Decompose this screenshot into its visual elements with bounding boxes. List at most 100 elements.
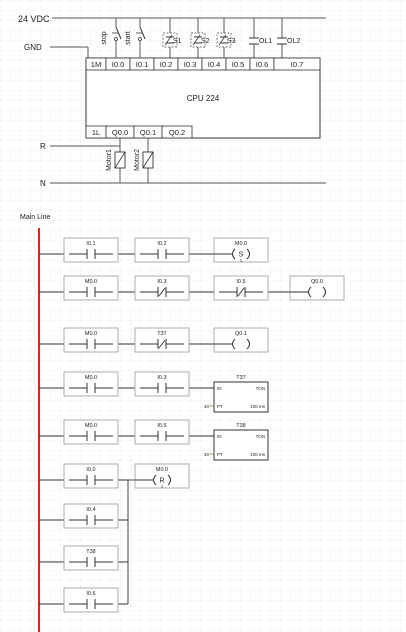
device-ol1: OL1 xyxy=(249,37,272,45)
contact-nc-slash xyxy=(237,287,245,297)
contact-frame xyxy=(213,275,269,301)
plc-output-label: 1L xyxy=(92,128,100,137)
plc-input-label: I0.0 xyxy=(112,60,125,69)
r-label: R xyxy=(40,142,46,151)
output-coil: Q0.1 xyxy=(213,327,269,353)
device-s1: S1 xyxy=(162,32,182,48)
contact-frame xyxy=(63,371,119,397)
plc-input-terminal xyxy=(273,57,321,71)
plc-input-label: I0.2 xyxy=(160,60,173,69)
wires xyxy=(50,17,326,184)
contact-nc: I0.5 xyxy=(213,275,269,301)
plc-input-label: 1M xyxy=(91,60,101,69)
switch-node xyxy=(138,37,142,41)
contact-gap xyxy=(249,38,259,44)
plc-output-terminal xyxy=(161,125,193,139)
contact-label: T37 xyxy=(157,331,166,337)
output-coil: M0.0S1 xyxy=(213,237,269,263)
contact-frame xyxy=(134,275,190,301)
coil-frame xyxy=(213,327,269,353)
contact-no: I0.2 xyxy=(134,237,190,263)
contact-no: I0.3 xyxy=(134,371,190,397)
timer-preset: 40 xyxy=(204,404,210,409)
coil-mark: S xyxy=(239,252,244,259)
coil-count: 1 xyxy=(240,258,243,263)
contact-frame xyxy=(63,275,119,301)
contact-gap xyxy=(277,38,287,44)
device-label: S2 xyxy=(201,38,210,45)
contact-label: I0.1 xyxy=(86,241,95,247)
contact-no: I0.4 xyxy=(63,503,119,529)
coil-frame xyxy=(289,275,345,301)
plc-output-label: Q0.1 xyxy=(140,128,156,137)
contact-frame xyxy=(63,237,119,263)
n-label: N xyxy=(40,179,46,188)
contact-nc-slash xyxy=(158,287,166,297)
contact-label: M0.0 xyxy=(85,375,97,381)
device-s2: S2 xyxy=(190,32,210,48)
output-coil: M0.0R1 xyxy=(134,463,190,489)
coil-left-arc xyxy=(308,286,312,298)
coil-left-arc xyxy=(153,474,157,486)
device-label: S1 xyxy=(173,38,182,45)
coil-frame xyxy=(134,463,190,489)
contact-label: I0.5 xyxy=(157,423,166,429)
device-label: OL1 xyxy=(259,38,272,45)
timer-pt-label: PT xyxy=(217,404,223,409)
timer-box xyxy=(213,429,269,461)
contact-no: M0.0 xyxy=(63,275,119,301)
coil-count: 1 xyxy=(161,484,164,489)
contact-label: I0.4 xyxy=(86,507,95,513)
timer-type-label: TON xyxy=(256,386,265,391)
contact-frame xyxy=(134,237,190,263)
motor-coil-slash xyxy=(142,151,154,169)
device-ol2: OL2 xyxy=(277,37,300,45)
timer-pt-label: PT xyxy=(217,452,223,457)
device-label: S3 xyxy=(227,38,236,45)
contact-frame xyxy=(63,463,119,489)
coil-right-arc xyxy=(322,286,326,298)
contact-slash xyxy=(192,34,201,46)
contact-no: T38 xyxy=(63,545,119,571)
contact-no: I0.0 xyxy=(63,463,119,489)
contact-frame xyxy=(63,503,119,529)
contact-frame xyxy=(134,327,190,353)
contact-nc: I0.3 xyxy=(134,275,190,301)
supply-label: 24 VDC xyxy=(18,14,50,24)
contact-label: I0.6 xyxy=(86,591,95,597)
timer-in-label: IN xyxy=(217,386,222,391)
device-start: start xyxy=(125,26,146,45)
plc-body xyxy=(85,57,321,139)
device-label: stop xyxy=(101,31,108,44)
plc-input-label: I0.1 xyxy=(136,60,149,69)
contact-nc: T37 xyxy=(134,327,190,353)
plc-output-label: Q0.2 xyxy=(169,128,185,137)
contact-label: M0.0 xyxy=(85,279,97,285)
plc-input-label: I0.5 xyxy=(232,60,245,69)
contact-slash xyxy=(218,34,227,46)
gnd-label: GND xyxy=(24,43,42,52)
timer-preset: 40 xyxy=(204,452,210,457)
plc-input-label: I0.6 xyxy=(256,60,269,69)
timer-box xyxy=(213,381,269,413)
timer-label: T37 xyxy=(236,375,245,381)
contact-label: I0.2 xyxy=(157,241,166,247)
coil-left-arc xyxy=(232,248,236,260)
plc-input-label: I0.4 xyxy=(208,60,221,69)
contact-label: I0.3 xyxy=(157,375,166,381)
contact-no: I0.1 xyxy=(63,237,119,263)
coil-right-arc xyxy=(246,248,250,260)
contact-frame xyxy=(134,419,190,445)
ladder-rung: I0.1 I0.2 M0.0S1 xyxy=(39,237,269,263)
contact-no: M0.0 xyxy=(63,371,119,397)
